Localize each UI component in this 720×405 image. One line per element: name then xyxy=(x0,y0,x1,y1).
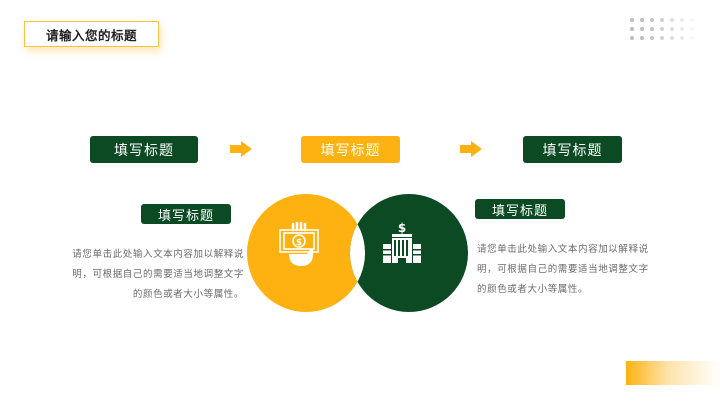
desc-line: 请您单击此处输入文本内容加以解释说 xyxy=(72,249,244,260)
desc-line: 的颜色或者大小等属性。 xyxy=(132,289,244,300)
page-title: 请输入您的标题 xyxy=(24,21,159,47)
right-block-label[interactable]: 填写标题 xyxy=(475,199,565,219)
venn-diagram: $ $ xyxy=(247,194,468,312)
hand-money-icon: $ xyxy=(279,221,319,266)
svg-text:$: $ xyxy=(296,238,302,248)
desc-line: 的颜色或者大小等属性。 xyxy=(477,284,589,295)
step-1-label[interactable]: 填写标题 xyxy=(90,136,198,163)
step-2-label[interactable]: 填写标题 xyxy=(301,136,400,163)
left-circle xyxy=(247,194,365,312)
desc-line: 明，可根据自己的需要适当地调整文字 xyxy=(477,264,649,275)
desc-line: 明，可根据自己的需要适当地调整文字 xyxy=(72,269,244,280)
svg-text:$: $ xyxy=(398,221,406,235)
bank-building-icon: $ xyxy=(383,221,421,263)
decorative-gradient-bar xyxy=(626,361,720,385)
arrow-right-icon xyxy=(460,141,482,157)
left-block-label[interactable]: 填写标题 xyxy=(141,204,231,224)
arrow-right-icon xyxy=(230,141,252,157)
left-block-description: 请您单击此处输入文本内容加以解释说 明，可根据自己的需要适当地调整文字 的颜色或… xyxy=(44,245,244,305)
step-3-label[interactable]: 填写标题 xyxy=(523,136,622,163)
desc-line: 请您单击此处输入文本内容加以解释说 xyxy=(477,244,649,255)
right-block-description: 请您单击此处输入文本内容加以解释说 明，可根据自己的需要适当地调整文字 的颜色或… xyxy=(477,240,677,300)
decorative-dot-grid xyxy=(630,18,700,40)
